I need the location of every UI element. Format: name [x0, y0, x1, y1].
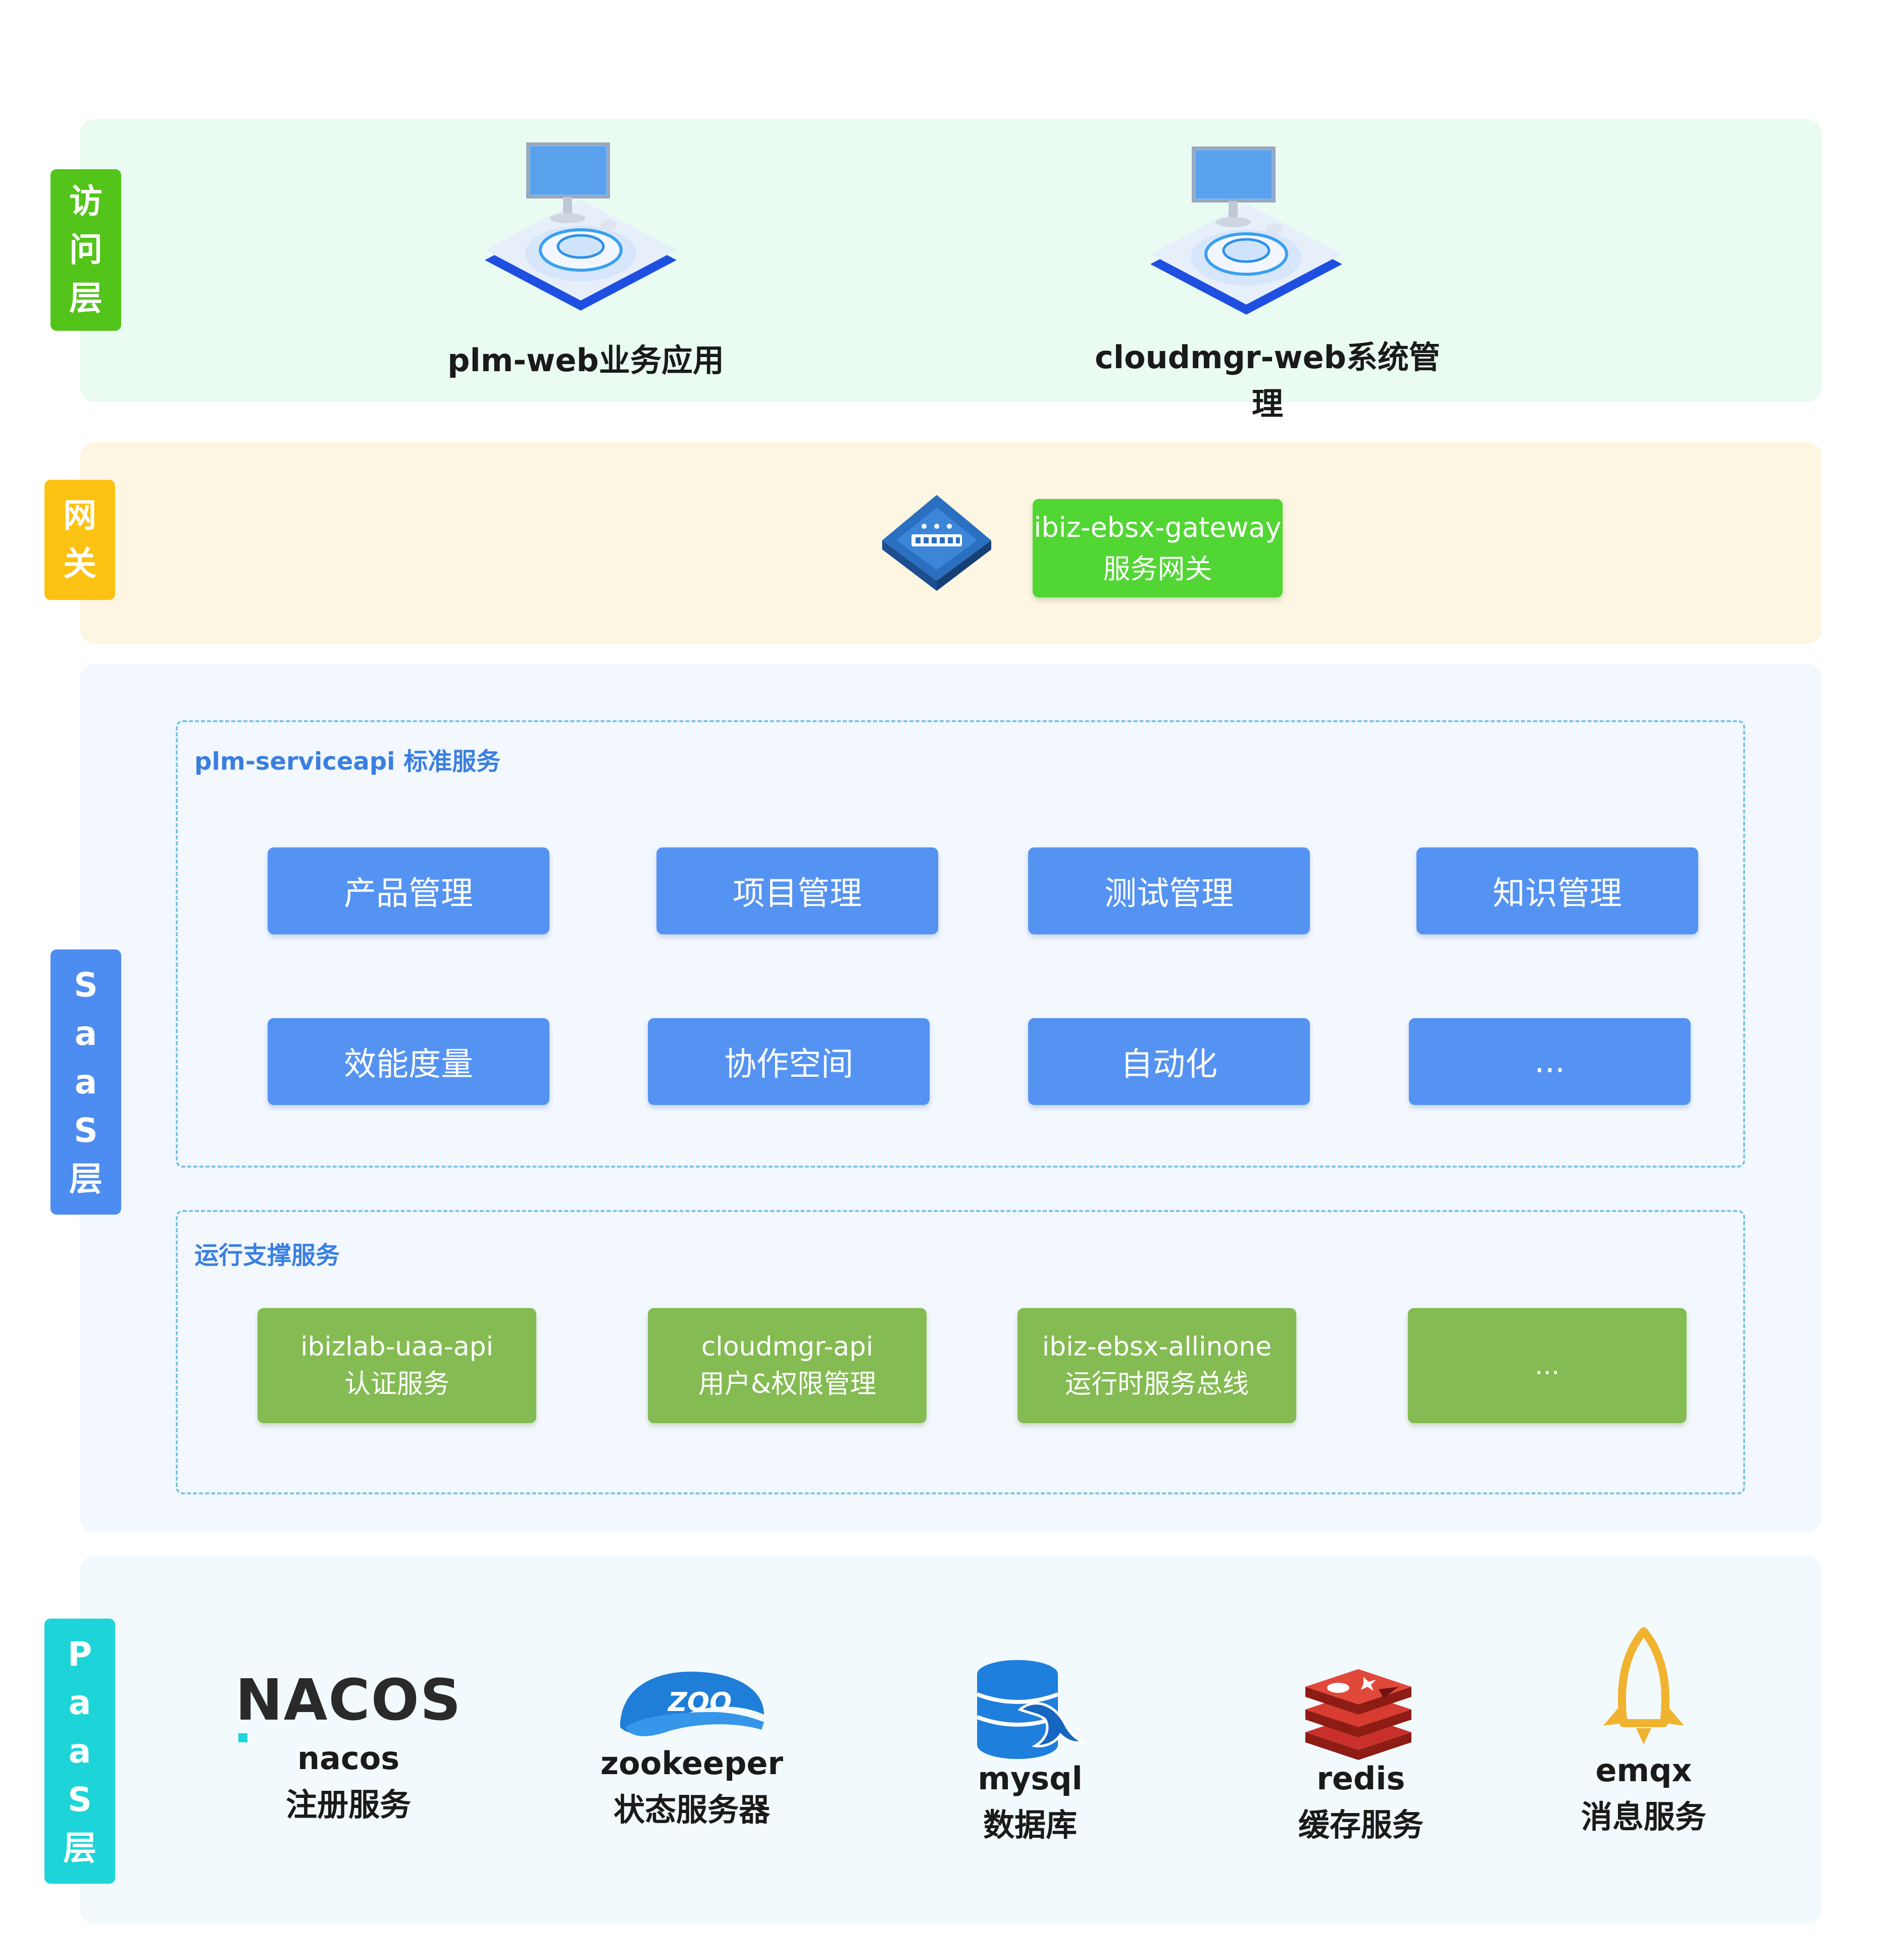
module-test[interactable]: 测试管理	[1028, 847, 1310, 934]
module-project[interactable]: 项目管理	[656, 847, 938, 934]
computer-platform-icon	[1150, 146, 1342, 315]
svg-text:ZOO: ZOO	[667, 1687, 732, 1718]
runtime-service-more: ...	[1408, 1308, 1687, 1423]
module-efficiency[interactable]: 效能度量	[268, 1018, 549, 1105]
module-automation[interactable]: 自动化	[1028, 1018, 1310, 1105]
computer-platform-icon	[485, 142, 677, 311]
module-collaboration[interactable]: 协作空间	[648, 1018, 930, 1105]
access-label-plm-web: plm-web业务应用	[447, 342, 724, 379]
mysql-logo-icon	[976, 1660, 1088, 1759]
access-layer-tag: 访问层	[50, 169, 121, 331]
emqx-logo-icon	[1603, 1627, 1684, 1744]
redis-logo-icon	[1305, 1669, 1411, 1760]
access-layer	[80, 119, 1822, 402]
nacos-logo-icon: NACOS	[235, 1668, 468, 1742]
module-more[interactable]: ...	[1409, 1018, 1691, 1105]
zookeeper-logo-icon: ZOO	[620, 1672, 764, 1736]
standard-services-group	[176, 720, 1745, 1168]
module-knowledge[interactable]: 知识管理	[1416, 847, 1698, 934]
paas-layer	[80, 1555, 1822, 1924]
module-product[interactable]: 产品管理	[268, 847, 549, 934]
gateway-router-icon	[882, 495, 991, 591]
access-label-cloudmgr-web: cloudmgr-web系统管理	[1094, 339, 1441, 422]
gateway-service-box: ibiz-ebsx-gateway 服务网关	[1033, 499, 1283, 597]
runtime-services-title: 运行支撑服务	[194, 1241, 340, 1270]
gateway-layer-tag: 网关	[44, 480, 115, 600]
standard-services-title: plm-serviceapi 标准服务	[194, 747, 501, 776]
runtime-services-group	[176, 1210, 1745, 1494]
